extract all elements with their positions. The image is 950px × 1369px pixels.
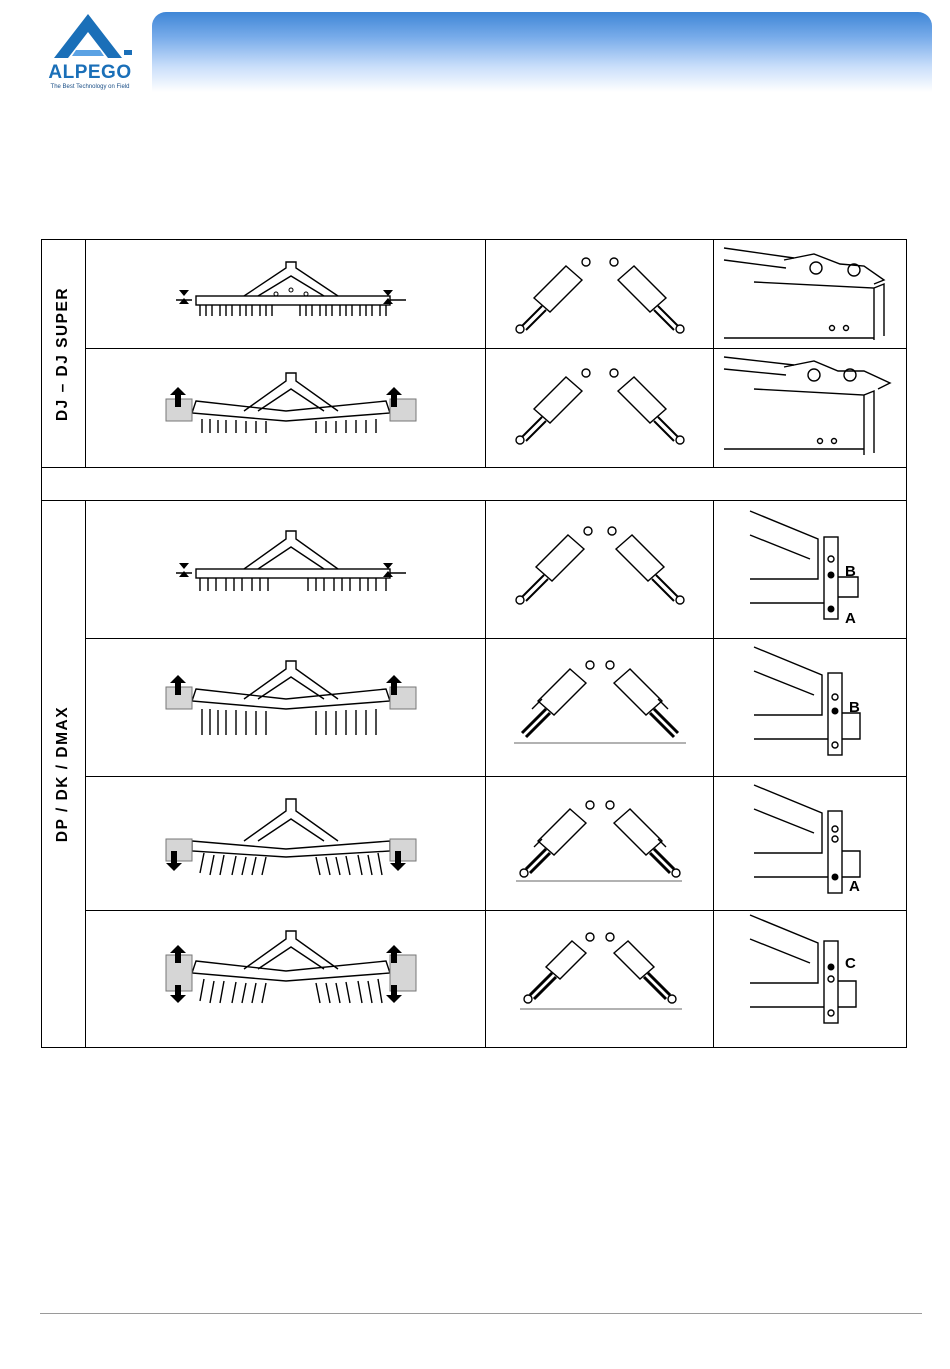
latch-diagram-cell [714, 240, 906, 349]
alpego-logo: ALPEGO The Best Technology on Field [28, 10, 148, 92]
cylinder-diagram [486, 911, 714, 1047]
bracket-position-diagram: B [714, 639, 906, 777]
bracket-diagram-cell: C [714, 911, 906, 1047]
cylinder-diagram-cell [486, 501, 714, 639]
group-label-dp: DP / DK / DMAX [55, 706, 73, 842]
position-letter-a: A [845, 610, 856, 627]
cylinder-diagram-cell [486, 639, 714, 777]
harrow-diagram-cell [86, 240, 486, 349]
harrow-diagram-cell [86, 501, 486, 639]
logo-wordmark: ALPEGO [34, 62, 146, 84]
group-label-dj: DJ – DJ SUPER [55, 286, 73, 420]
harrow-floating-diagram [86, 911, 486, 1047]
alpego-mark-icon [28, 10, 148, 70]
header-banner [152, 12, 932, 92]
bracket-position-diagram: C [714, 911, 906, 1047]
adjustment-table: DJ – DJ SUPER [41, 239, 907, 1048]
harrow-diagram-cell [86, 777, 486, 911]
bracket-diagram-cell: A [714, 777, 906, 911]
cylinder-diagram [486, 639, 714, 777]
harrow-level-diagram [86, 240, 486, 349]
table-separator-row [42, 468, 906, 501]
footer-rule [40, 1313, 922, 1314]
latch-diagram-cell [714, 349, 906, 468]
bracket-diagram-cell: B [714, 639, 906, 777]
position-letter-b: B [845, 563, 856, 580]
harrow-diagram-cell [86, 639, 486, 777]
harrow-raised-diagram [86, 349, 486, 468]
latch-open-diagram [714, 349, 906, 468]
cylinder-diagram-cell [486, 240, 714, 349]
cylinder-diagram [486, 240, 714, 349]
bracket-position-diagram: A [714, 777, 906, 911]
harrow-level-diagram [86, 501, 486, 639]
logo-tagline: The Best Technology on Field [34, 84, 146, 90]
cylinder-diagram-cell [486, 349, 714, 468]
cylinder-diagram [486, 501, 714, 639]
harrow-raised-diagram [86, 639, 486, 777]
group-label-cell-dj: DJ – DJ SUPER [42, 240, 86, 468]
harrow-diagram-cell [86, 349, 486, 468]
position-letter-c: C [845, 955, 856, 972]
cylinder-diagram [486, 777, 714, 911]
cylinder-diagram [486, 349, 714, 468]
bracket-position-diagram: B A [714, 501, 906, 639]
cylinder-diagram-cell [486, 911, 714, 1047]
cylinder-diagram-cell [486, 777, 714, 911]
position-letter-b: B [849, 699, 860, 716]
position-letter-a: A [849, 878, 860, 895]
latch-closed-diagram [714, 240, 906, 349]
harrow-diagram-cell [86, 911, 486, 1047]
group-label-cell-dp: DP / DK / DMAX [42, 501, 86, 1047]
harrow-lowered-diagram [86, 777, 486, 911]
bracket-diagram-cell: B A [714, 501, 906, 639]
